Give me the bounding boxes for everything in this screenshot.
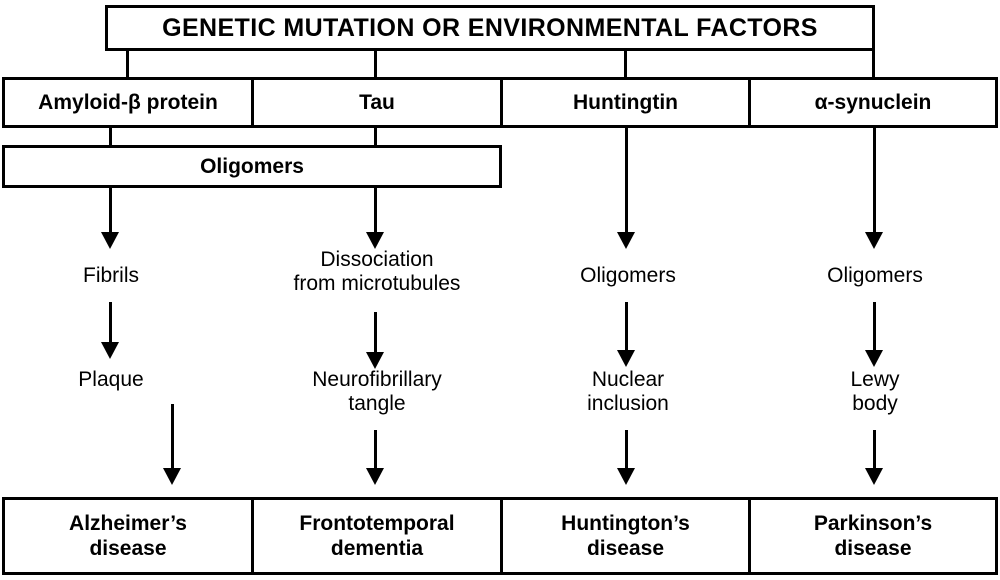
protein-cell-amyloid-beta: Amyloid-β protein — [5, 80, 254, 125]
arrow-head-tangle-to-ftd — [366, 468, 384, 485]
stage2-label-lewy-body: Lewy body — [850, 368, 900, 415]
arrow-line-inclusion-to-huntingtons — [625, 430, 628, 471]
arrow-head-inclusion-to-huntingtons — [617, 468, 635, 485]
arrow-head-oligomers-to-fibrils — [101, 232, 119, 249]
protein-row: Amyloid-β protein Tau Huntingtin α-synuc… — [2, 77, 998, 128]
arrow-head-synuclein-to-oligomers — [865, 232, 883, 249]
arrow-line-dissociation-to-tangle — [374, 312, 377, 354]
stage2-label-nuclear-inclusion: Nuclear inclusion — [587, 368, 669, 415]
stage2-label-neurofibrillary-tangle: Neurofibrillary tangle — [312, 368, 442, 415]
protein-cell-huntingtin: Huntingtin — [503, 80, 751, 125]
protein-cell-tau: Tau — [254, 80, 503, 125]
connector-title-to-huntingtin — [624, 48, 627, 80]
disease-cell-parkinsons: Parkinson’s disease — [813, 511, 933, 560]
stage1-label-dissociation: Dissociation from microtubules — [293, 248, 461, 295]
connector-title-to-amyloid — [126, 48, 129, 80]
disease-cell-alzheimers: Alzheimer’s disease — [5, 500, 254, 572]
disease-row: Alzheimer’s disease Frontotemporal demen… — [2, 497, 998, 575]
connector-amyloid-to-oligomers-box — [109, 126, 112, 147]
stage1-label-fibrils: Fibrils — [83, 264, 139, 287]
connector-title-to-tau — [374, 48, 377, 80]
disease-cell-huntingtons: Huntington’s disease — [503, 500, 751, 572]
arrow-line-oligomers-to-dissociation — [374, 186, 377, 234]
arrow-line-oligomers-to-fibrils — [109, 186, 112, 234]
protein-cell-alpha-synuclein: α-synuclein — [814, 90, 932, 114]
arrow-line-fibrils-to-plaque — [109, 302, 112, 344]
arrow-head-oligomers-to-lewy-body — [865, 350, 883, 367]
disease-cell-frontotemporal-dementia: Frontotemporal dementia — [254, 500, 503, 572]
arrow-head-fibrils-to-plaque — [101, 342, 119, 359]
connector-tau-to-oligomers-box — [374, 126, 377, 147]
arrow-line-lewy-to-parkinsons — [873, 430, 876, 471]
stage1-label-oligomers-syn: Oligomers — [827, 264, 923, 287]
arrow-head-dissociation-to-tangle — [366, 352, 384, 369]
arrow-head-huntingtin-to-oligomers — [617, 232, 635, 249]
arrow-line-plaque-to-alzheimers — [171, 404, 174, 471]
title-box: GENETIC MUTATION OR ENVIRONMENTAL FACTOR… — [105, 5, 875, 51]
arrow-line-oligomers-to-nuclear-inclusion — [625, 302, 628, 352]
stage1-label-oligomers-htt: Oligomers — [580, 264, 676, 287]
arrow-line-oligomers-to-lewy-body — [873, 302, 876, 352]
arrow-line-huntingtin-to-oligomers — [625, 128, 628, 234]
arrow-head-lewy-to-parkinsons — [865, 468, 883, 485]
arrow-line-synuclein-to-oligomers — [873, 128, 876, 234]
oligomers-box: Oligomers — [2, 145, 502, 188]
arrow-head-oligomers-to-nuclear-inclusion — [617, 350, 635, 367]
stage2-label-plaque: Plaque — [78, 368, 144, 391]
connector-title-to-synuclein — [872, 48, 875, 80]
arrow-line-tangle-to-ftd — [374, 430, 377, 471]
arrow-head-oligomers-to-dissociation — [366, 232, 384, 249]
arrow-head-plaque-to-alzheimers — [163, 468, 181, 485]
